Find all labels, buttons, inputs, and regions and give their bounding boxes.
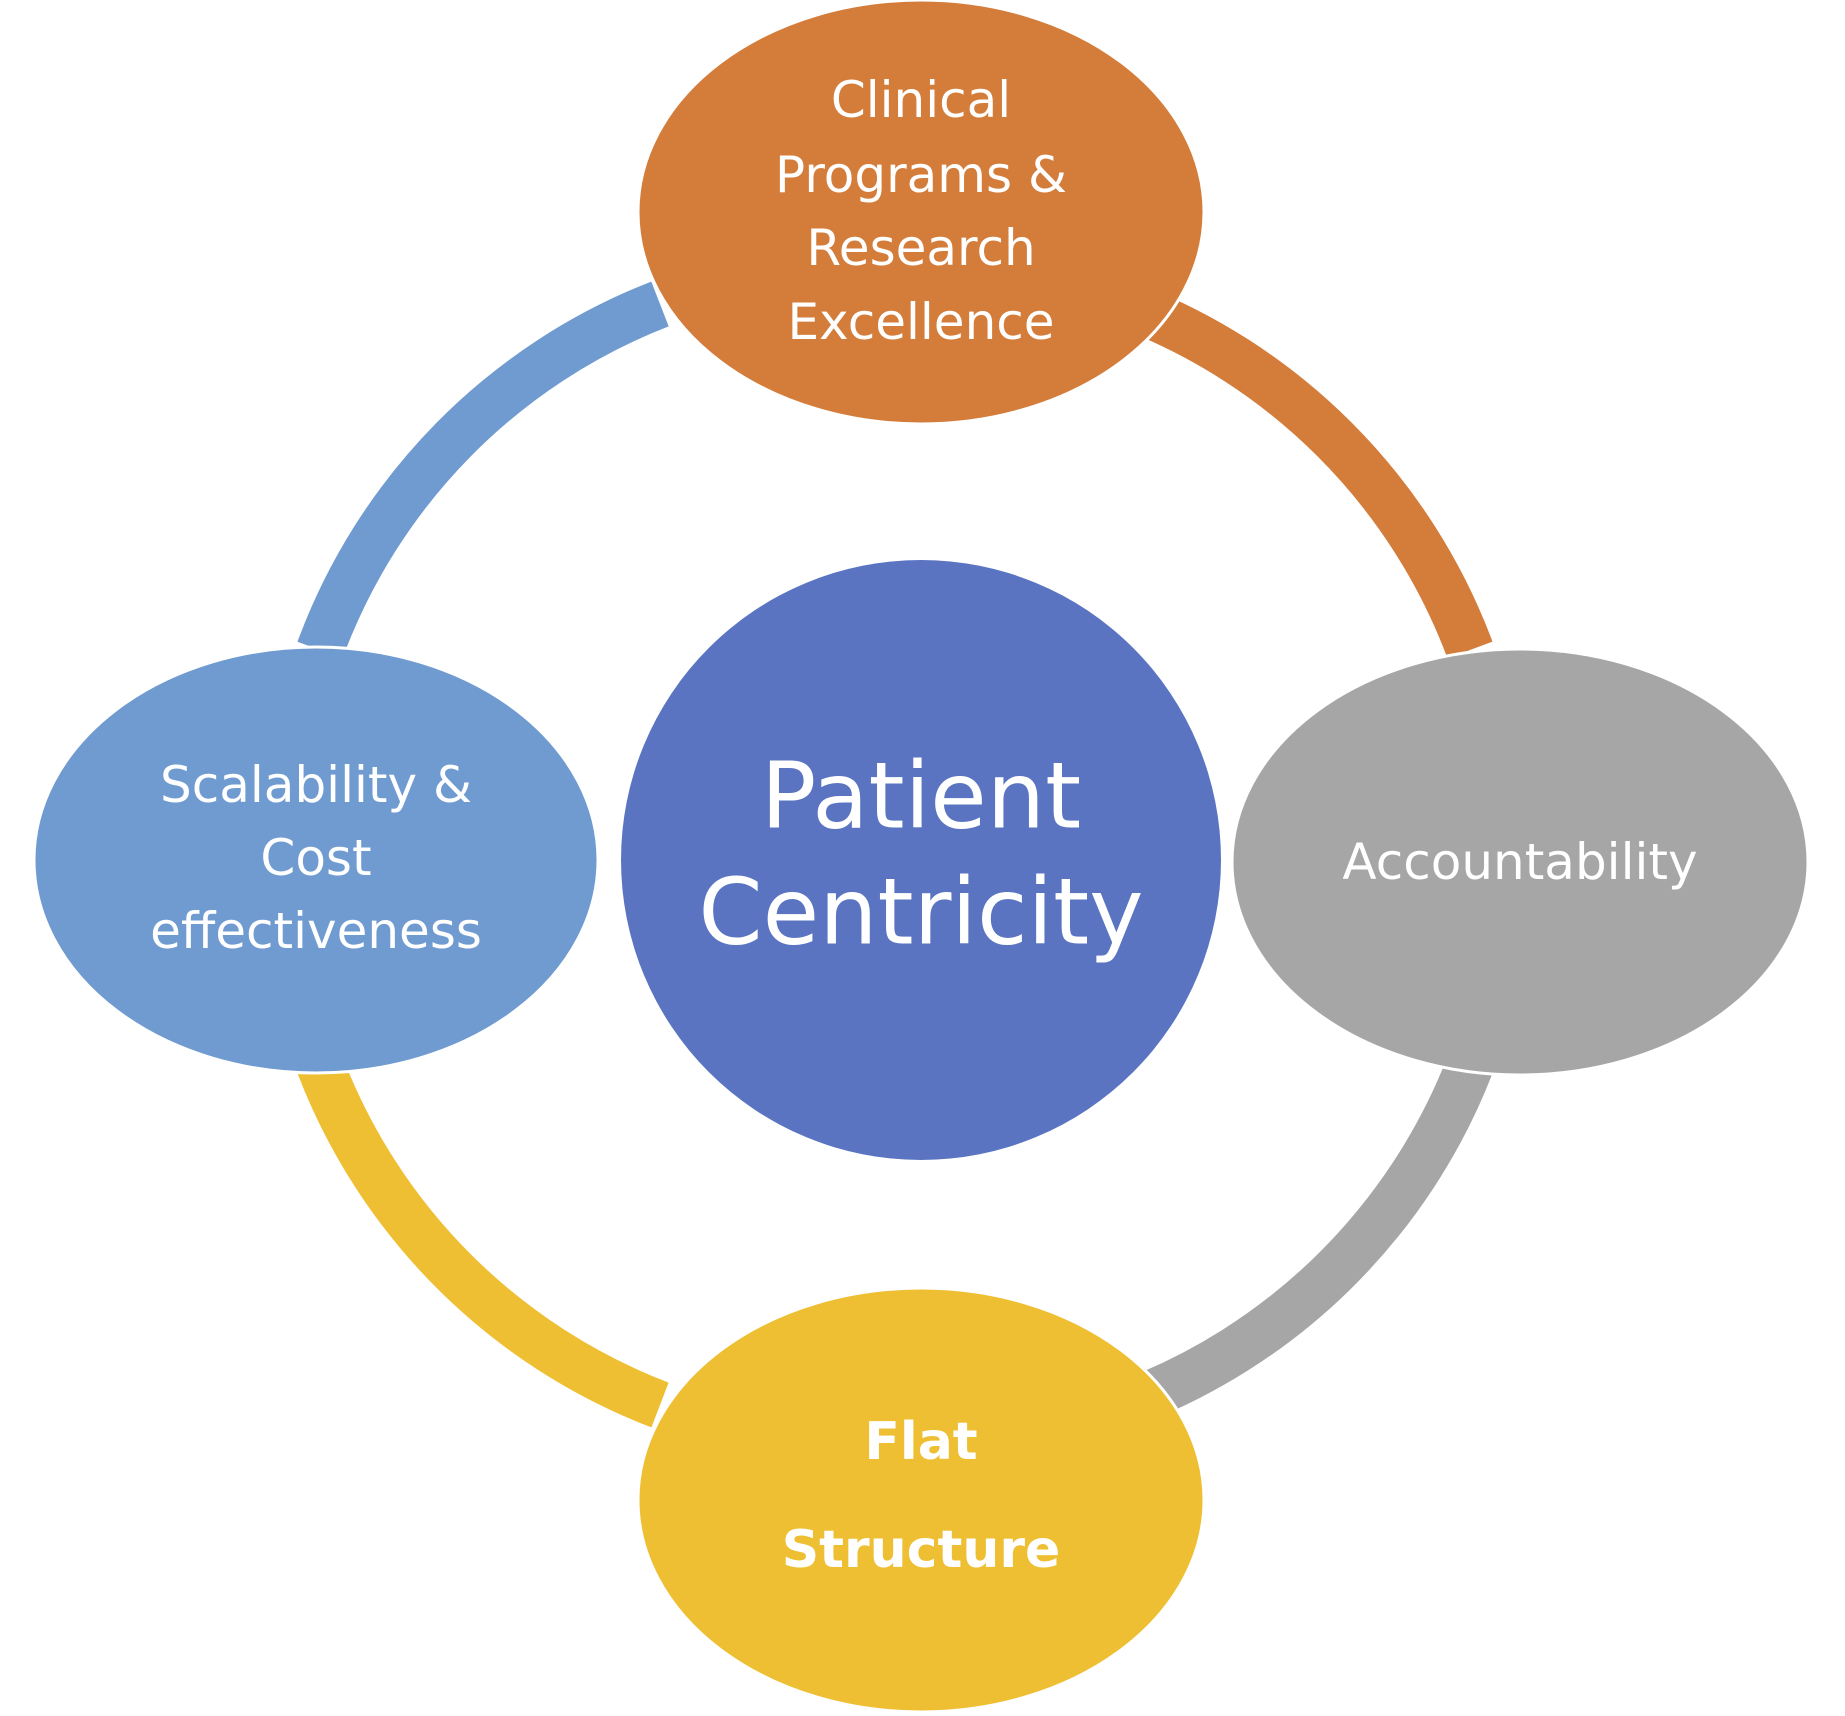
ring-segment-flat-structure-to-scalability <box>297 1056 669 1428</box>
center-node: Patient Centricity <box>621 560 1221 1160</box>
node-clinical-line-2: Programs & <box>775 146 1067 204</box>
node-scalability-line-1: Scalability & <box>160 756 472 814</box>
node-flat-structure: Flat Structure <box>636 1286 1206 1714</box>
center-label-line-1: Patient <box>761 743 1081 850</box>
center-label-line-2: Centricity <box>698 859 1143 966</box>
node-clinical-line-3: Research <box>806 219 1035 277</box>
ring <box>297 281 1493 1428</box>
node-scalability-line-3: effectiveness <box>150 902 482 960</box>
node-scalability: Scalability & Cost effectiveness <box>32 645 600 1075</box>
node-accountability-ellipse <box>1230 647 1810 1077</box>
ring-segment-clinical-to-accountability <box>1115 281 1493 659</box>
node-flat-structure-line-2: Structure <box>782 1520 1061 1580</box>
center-circle <box>621 560 1221 1160</box>
ring-segment-scalability-to-clinical <box>297 281 669 659</box>
node-clinical: Clinical Programs & Research Excellence <box>636 0 1206 426</box>
node-accountability: Accountability <box>1230 647 1810 1077</box>
node-flat-structure-line-1: Flat <box>864 1412 977 1472</box>
node-flat-structure-ellipse <box>636 1286 1206 1714</box>
node-clinical-line-1: Clinical <box>831 71 1011 129</box>
node-clinical-ellipse <box>636 0 1206 426</box>
ring-segment-accountability-to-flat-structure <box>1115 1056 1493 1428</box>
node-scalability-ellipse <box>32 645 600 1075</box>
node-accountability-line-1: Accountability <box>1342 833 1697 891</box>
node-scalability-line-2: Cost <box>260 829 371 887</box>
node-clinical-line-4: Excellence <box>787 293 1054 351</box>
